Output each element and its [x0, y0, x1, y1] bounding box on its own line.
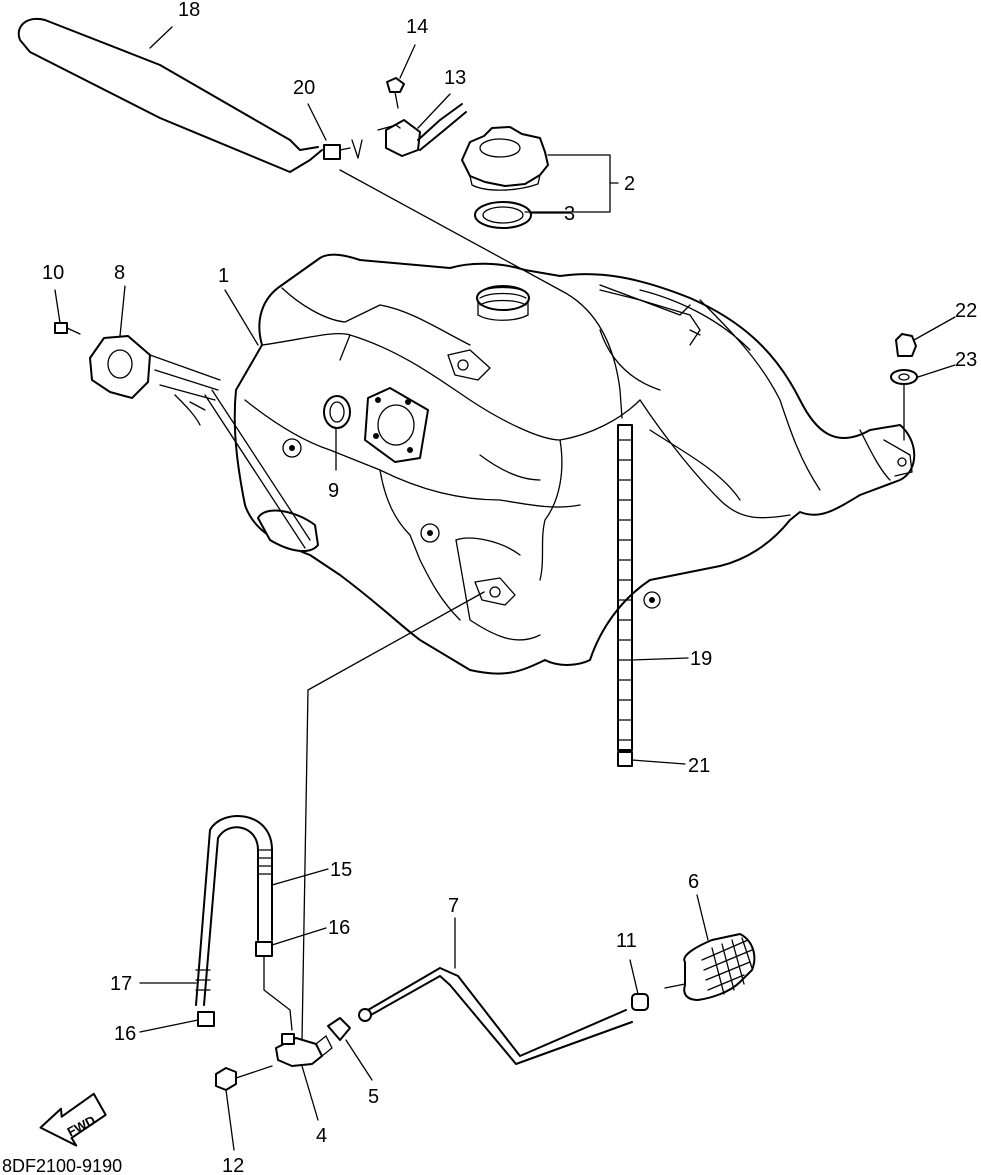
- fuel-hose-7: [358, 967, 633, 1065]
- callout-18: 18: [178, 0, 200, 21]
- pump-gasket: [89, 335, 151, 399]
- callout-10: 10: [42, 262, 64, 284]
- callout-22: 22: [955, 300, 977, 322]
- fuel-tank: [233, 253, 916, 675]
- callout-12: 12: [222, 1155, 244, 1175]
- cap-gasket: [474, 201, 532, 229]
- screw-10: [54, 322, 81, 335]
- callout-17: 17: [110, 973, 132, 995]
- drain-hose: [617, 424, 633, 751]
- fuel-cock: [275, 1033, 333, 1067]
- callout-11: 11: [616, 930, 637, 952]
- callout-16-lower: 16: [114, 1023, 136, 1045]
- callout-15: 15: [330, 859, 352, 881]
- lower-fuel-line: [301, 591, 485, 1041]
- callout-3: 3: [564, 203, 575, 225]
- callout-7: 7: [448, 895, 459, 917]
- callout-21: 21: [688, 755, 710, 777]
- hose-15: [195, 815, 273, 1006]
- callout-16-upper: 16: [328, 917, 350, 939]
- o-ring-9: [323, 395, 351, 429]
- callout-19: 19: [690, 648, 712, 670]
- clip-20: [323, 139, 363, 160]
- callout-23: 23: [955, 349, 977, 371]
- callout-9: 9: [328, 480, 339, 502]
- clip-21: [617, 751, 633, 767]
- clip-16-lower: [197, 1011, 215, 1027]
- washer-23: [890, 369, 918, 385]
- vent-joint: [377, 103, 467, 157]
- fwd-arrow: FWD: [39, 1092, 107, 1147]
- fuel-pump: [149, 354, 311, 549]
- screw-14: [386, 77, 405, 109]
- bolt-12: [215, 1065, 273, 1091]
- callout-20: 20: [293, 77, 315, 99]
- damper-22: [895, 333, 917, 357]
- callout-5: 5: [368, 1086, 379, 1108]
- callout-14: 14: [406, 16, 428, 38]
- clip-16-upper: [255, 941, 273, 957]
- fuel-filter: [664, 933, 756, 1001]
- leader-lines: [54, 26, 956, 1151]
- callout-4: 4: [316, 1125, 327, 1147]
- diagram-code: 8DF2100-9190: [2, 1156, 122, 1175]
- callout-13: 13: [444, 67, 466, 89]
- clip-5: [327, 1017, 351, 1041]
- clip-11: [631, 993, 649, 1011]
- fuel-cap: [461, 126, 549, 191]
- breather-hose: [17, 17, 323, 173]
- callout-8: 8: [114, 262, 125, 284]
- callout-1: 1: [218, 265, 229, 287]
- callout-6: 6: [688, 871, 699, 893]
- callout-2: 2: [624, 173, 635, 195]
